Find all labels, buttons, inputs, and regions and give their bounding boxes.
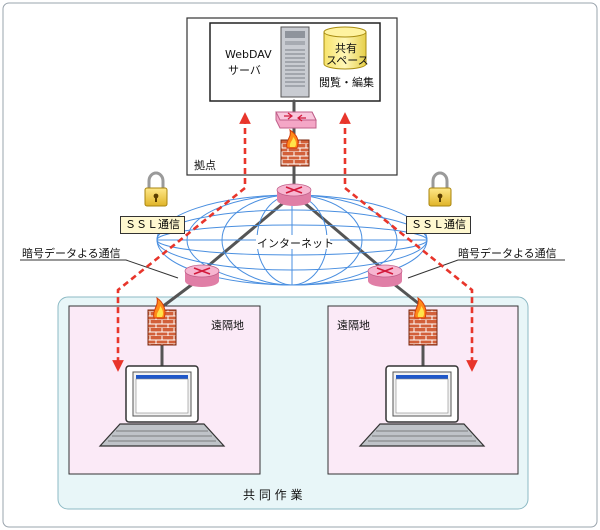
collaboration-label: 共 同 作 業 bbox=[243, 488, 303, 502]
arrow-left-path bbox=[112, 112, 251, 372]
base-site-label: 拠点 bbox=[194, 159, 216, 172]
firewall-base-icon bbox=[280, 128, 310, 167]
encrypted-callout-right-line bbox=[407, 259, 565, 279]
ssl-label-left: ＳＳＬ通信 bbox=[120, 216, 185, 234]
padlock-right-icon bbox=[428, 171, 452, 207]
internet-label: インターネット bbox=[257, 237, 334, 250]
server-label-line2: サーバ bbox=[228, 64, 261, 77]
remote-site-label-left: 遠隔地 bbox=[211, 319, 244, 332]
router-left-icon bbox=[184, 264, 220, 287]
encrypted-label-left: 暗号データよる通信 bbox=[22, 247, 121, 260]
padlock-left-icon bbox=[144, 171, 168, 207]
shared-space-cylinder-icon bbox=[323, 26, 367, 70]
arrow-right-path bbox=[339, 112, 478, 372]
shared-space-caption: 閲覧・編集 bbox=[319, 76, 374, 89]
router-right-icon bbox=[367, 264, 403, 287]
laptop-left-icon bbox=[98, 365, 226, 447]
encrypted-callout-left-line bbox=[20, 259, 179, 279]
laptop-right-icon bbox=[358, 365, 486, 447]
server-label-line1: WebDAV bbox=[225, 48, 272, 61]
encrypted-label-right: 暗号データよる通信 bbox=[458, 247, 557, 260]
remote-site-label-right: 遠隔地 bbox=[337, 319, 370, 332]
shared-space-label-line2: スペース bbox=[326, 54, 369, 67]
server-tower-icon bbox=[280, 26, 310, 98]
shared-space-label-line1: 共有 bbox=[335, 42, 357, 55]
switch-hub-icon bbox=[275, 111, 317, 129]
router-base-icon bbox=[276, 183, 312, 206]
ssl-label-right: ＳＳＬ通信 bbox=[406, 216, 471, 234]
encrypted-flow-arrows bbox=[112, 112, 478, 372]
